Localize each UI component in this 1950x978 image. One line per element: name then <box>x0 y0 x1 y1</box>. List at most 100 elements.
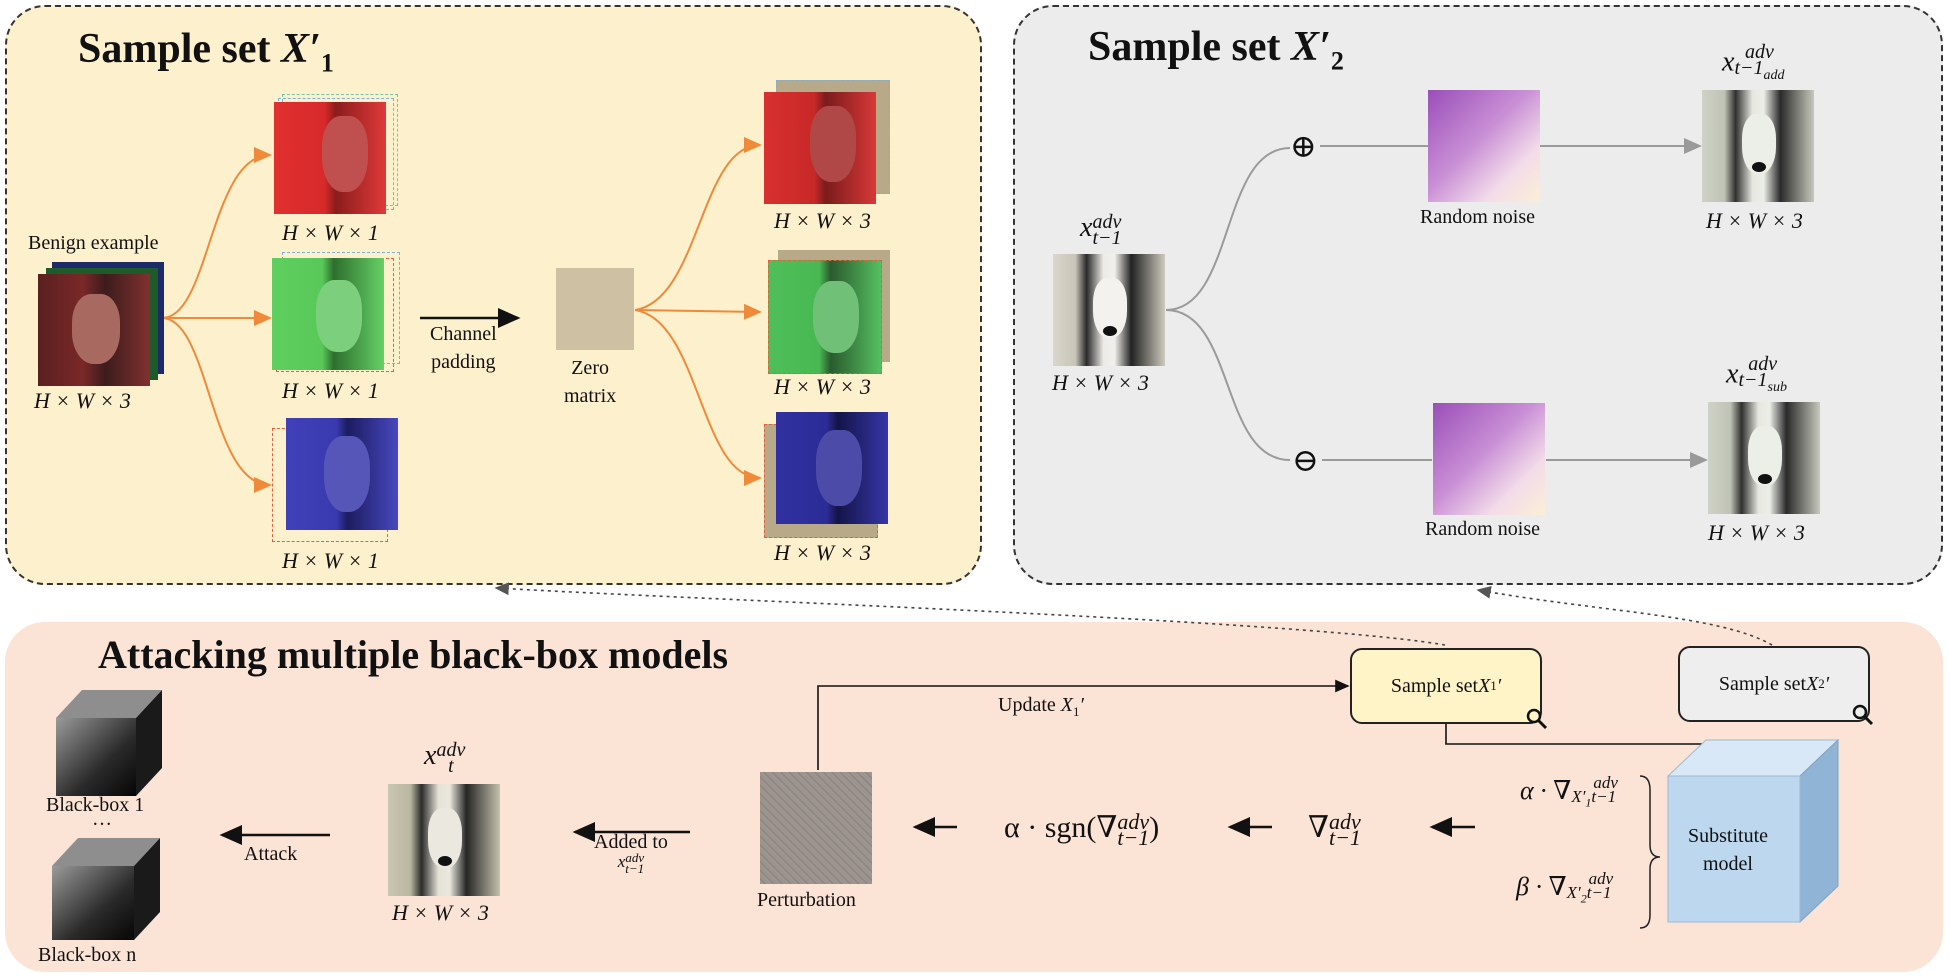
x-prev-image <box>1053 254 1165 366</box>
zero-matrix <box>556 268 634 350</box>
channel-padding-label: Channel padding <box>430 320 497 376</box>
title-subscript: 2 <box>1330 46 1344 76</box>
green-channel-image <box>272 258 384 370</box>
out-green-dims: H × W × 3 <box>774 374 871 399</box>
title-symbol: X <box>1291 24 1320 70</box>
alpha-sub: t−1 <box>1591 787 1617 807</box>
title-symbol: X <box>281 26 310 72</box>
noise-sub-image <box>1433 403 1545 515</box>
dog-face <box>316 280 362 352</box>
padding-line-1: Channel <box>430 323 497 345</box>
xt-image <box>388 784 500 896</box>
title-subscript: 1 <box>320 48 334 78</box>
beta-sup: adv <box>1588 869 1614 889</box>
sgn-post: ) <box>1149 811 1160 844</box>
noise-add-image <box>1428 90 1540 202</box>
out-red-image <box>764 92 876 204</box>
substitute-line-1: Substitute <box>1688 825 1769 847</box>
x-sup: adv <box>1092 210 1122 233</box>
x-sub: t−1 <box>1734 57 1764 79</box>
sample-set-2-title: Sample set X′2 <box>1088 26 1344 74</box>
dog-nose <box>1758 474 1772 484</box>
dog-face <box>322 116 368 192</box>
sgn-pre: α · sgn(∇ <box>1004 811 1118 844</box>
x-main: x <box>1722 46 1735 78</box>
x-sub: t−1 <box>1092 226 1122 249</box>
sgn-sup: adv <box>1117 809 1150 835</box>
x-sub-dims: H × W × 3 <box>1708 520 1805 545</box>
x-add-image <box>1702 90 1814 202</box>
x-sub: t <box>448 754 454 777</box>
x-sup: adv <box>1748 353 1778 375</box>
x-main: x <box>424 740 437 771</box>
blue-channel-image <box>286 418 398 530</box>
title-text: Sample set <box>1088 24 1291 70</box>
attack-panel <box>5 622 1943 972</box>
callout2-text: Sample set <box>1718 672 1807 695</box>
update-text: Update <box>998 694 1061 716</box>
substitute-line-2: model <box>1703 853 1753 875</box>
green-dims: H × W × 1 <box>282 378 379 403</box>
perturbation-label: Perturbation <box>757 889 856 911</box>
perturbation-image <box>760 772 872 884</box>
added-to-text: Added to <box>594 831 668 853</box>
blue-dims: H × W × 1 <box>282 548 379 573</box>
noise-add-label: Random noise <box>1420 206 1535 228</box>
attack-label: Attack <box>244 843 298 865</box>
added-sub: t−1 <box>625 861 645 877</box>
added-x: x <box>617 852 626 871</box>
plus-circle-icon: ⊕ <box>1290 128 1317 164</box>
grad-nabla: ∇ <box>1308 811 1329 844</box>
update-label: Update X1′ <box>998 694 1084 719</box>
zero-matrix-label: Zero matrix <box>564 354 616 410</box>
zero-line-1: Zero <box>571 357 609 379</box>
title-prime: ′ <box>1319 24 1331 70</box>
magnifier-icon <box>1852 704 1874 726</box>
x-sup: adv <box>436 738 466 761</box>
title-prime: ′ <box>309 26 321 72</box>
added-sup: adv <box>625 850 645 866</box>
x-sup: adv <box>1745 41 1774 63</box>
minus-circle-icon: ⊖ <box>1292 442 1319 478</box>
red-channel-image <box>274 102 386 214</box>
benign-image <box>38 274 150 386</box>
dog-face <box>816 430 862 506</box>
blackbox-ellipsis: … <box>92 808 112 830</box>
x-main: x <box>1080 212 1093 243</box>
x-sub: t−1 <box>1738 369 1768 391</box>
alpha-text: α · ∇ <box>1520 776 1572 805</box>
grad-sub: t−1 <box>1328 825 1361 851</box>
dog-nose <box>1752 162 1766 172</box>
xt-dims: H × W × 3 <box>392 900 489 925</box>
padding-line-2: padding <box>431 351 496 373</box>
x-sub-image <box>1708 402 1820 514</box>
zero-line-2: matrix <box>564 385 617 407</box>
blackbox-1-label: Black-box 1 <box>46 794 145 816</box>
sgn-sub: t−1 <box>1117 825 1150 851</box>
substitute-model-label: Substitute model <box>1688 822 1768 878</box>
title-text: Sample set <box>78 26 281 72</box>
grad-sup: adv <box>1328 809 1361 835</box>
dog-nose <box>438 856 452 866</box>
attack-title: Attacking multiple black-box models <box>98 632 729 677</box>
red-dims: H × W × 1 <box>282 220 379 245</box>
benign-dims: H × W × 3 <box>34 388 131 413</box>
x-subsub: sub <box>1767 380 1787 395</box>
benign-label: Benign example <box>28 232 159 254</box>
dog-nose <box>1103 326 1117 336</box>
out-blue-image <box>776 412 888 524</box>
x-main: x <box>1726 358 1739 390</box>
callout1-text: Sample set <box>1390 674 1479 697</box>
x-subsub: add <box>1763 68 1785 83</box>
magnifier-icon <box>1526 708 1548 730</box>
